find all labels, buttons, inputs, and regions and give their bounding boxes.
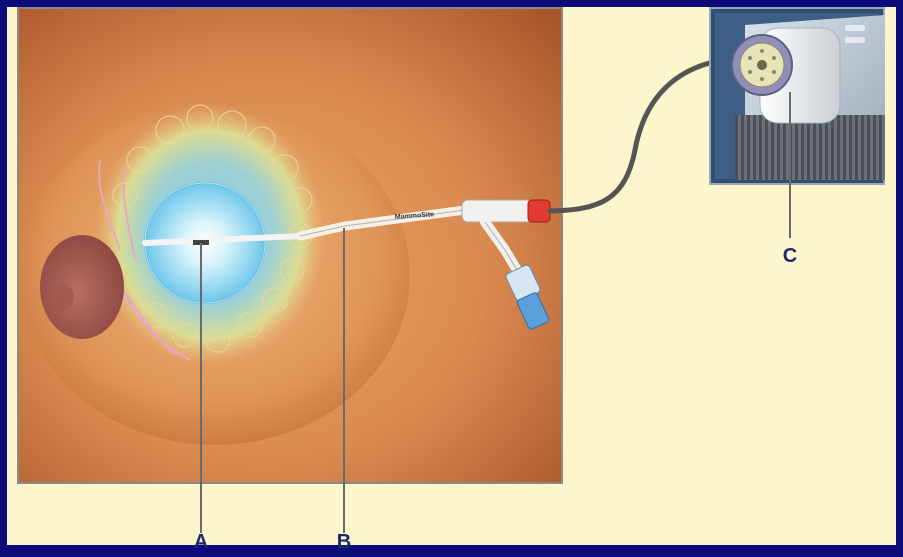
callout-a: A bbox=[194, 532, 208, 552]
afterloader-inset bbox=[710, 8, 885, 184]
breast-illustration: MammoSite bbox=[18, 8, 562, 483]
callout-c: C bbox=[783, 246, 797, 266]
afterloader-vent bbox=[735, 115, 885, 180]
catheter-hub bbox=[462, 200, 532, 222]
nipple bbox=[40, 235, 124, 339]
callout-b: B bbox=[337, 532, 351, 552]
red-connector bbox=[528, 200, 550, 222]
